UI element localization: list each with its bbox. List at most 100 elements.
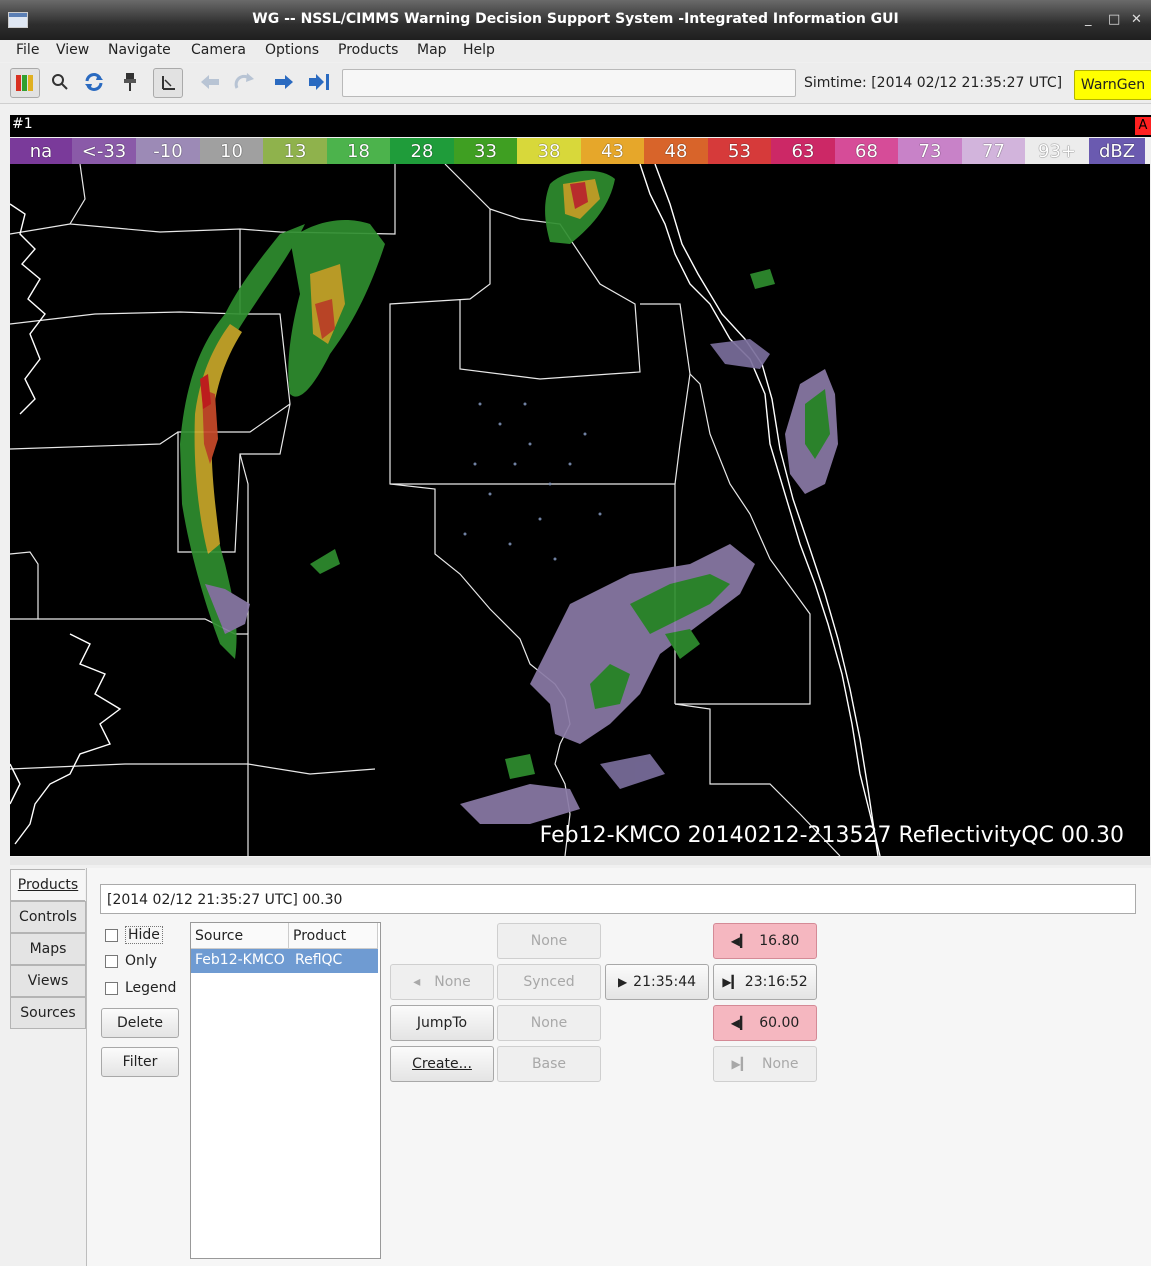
legend-label: Legend: [125, 980, 177, 996]
top-none-button[interactable]: None: [497, 923, 601, 959]
menu-options[interactable]: Options: [265, 42, 320, 58]
tab-views-label: Views: [27, 973, 69, 989]
probe-icon[interactable]: [153, 68, 183, 98]
product-caption: Feb12-KMCO 20140212-213527 ReflectivityQ…: [539, 823, 1124, 848]
tab-sources[interactable]: Sources: [10, 997, 86, 1029]
latest-time-label: 23:16:52: [744, 974, 808, 990]
bottom-none-button[interactable]: ▶▎None: [713, 1046, 817, 1082]
skip-end-disabled-icon: ▶▎: [731, 1057, 750, 1071]
tab-controls-label: Controls: [19, 909, 77, 925]
color-map-icon[interactable]: [10, 68, 40, 98]
pane-header: #1 A: [10, 115, 1151, 137]
tab-maps-label: Maps: [29, 941, 67, 957]
color-legend-cell: 77: [962, 138, 1025, 164]
table-header-source[interactable]: Source: [191, 923, 289, 949]
table-row[interactable]: Feb12-KMCO ReflQC: [191, 949, 378, 973]
elevation-down-button[interactable]: ◀▎ 60.00: [713, 1005, 817, 1041]
latest-time-button[interactable]: ▶▎23:16:52: [713, 964, 817, 1000]
window-title-bar: WG -- NSSL/CIMMS Warning Decision Suppor…: [0, 0, 1151, 40]
tab-products[interactable]: Products: [10, 869, 85, 901]
menu-map[interactable]: Map: [417, 42, 447, 58]
maximize-icon[interactable]: □: [1108, 12, 1121, 27]
elevation-up-label: 16.80: [759, 933, 800, 949]
refresh-icon[interactable]: [80, 68, 108, 96]
color-legend-cell: 48: [644, 138, 708, 164]
create-label: Create...: [412, 1056, 472, 1072]
tab-products-label: Products: [17, 877, 79, 893]
elevation-up-icon: ◀▎: [730, 934, 750, 948]
only-checkbox-box[interactable]: [105, 954, 118, 968]
color-legend-cell: 93+: [1025, 138, 1089, 164]
current-time-button[interactable]: ▶ 21:35:44: [605, 964, 709, 1000]
filter-button[interactable]: Filter: [101, 1047, 179, 1077]
minimize-icon[interactable]: _: [1085, 12, 1092, 27]
prev-none-button[interactable]: ◂ None: [390, 964, 494, 1000]
toolbar: Simtime: [2014 02/12 21:35:27 UTC]: [0, 63, 1151, 104]
jumpto-button[interactable]: JumpTo: [390, 1005, 494, 1041]
legend-checkbox[interactable]: Legend: [105, 980, 176, 996]
menu-camera[interactable]: Camera: [191, 42, 246, 58]
color-legend-cell: 73: [898, 138, 962, 164]
menu-file[interactable]: File: [16, 42, 40, 58]
color-legend-cell: 38: [517, 138, 581, 164]
prev-none-label: None: [434, 974, 471, 990]
color-legend-cell: 28: [390, 138, 454, 164]
hide-checkbox[interactable]: Hide: [105, 926, 163, 944]
radar-map-display[interactable]: Feb12-KMCO 20140212-213527 ReflectivityQ…: [10, 164, 1150, 856]
warngen-button[interactable]: WarnGen: [1074, 70, 1151, 100]
delete-button[interactable]: Delete: [101, 1008, 179, 1038]
forward-arrow-icon[interactable]: [270, 68, 298, 96]
play-triangle-icon: ▶: [617, 975, 628, 989]
only-label: Only: [125, 953, 158, 969]
menu-help[interactable]: Help: [463, 42, 495, 58]
tab-maps[interactable]: Maps: [10, 933, 86, 965]
tab-views[interactable]: Views: [10, 965, 86, 997]
table-header-product[interactable]: Product: [289, 923, 378, 949]
zoom-icon[interactable]: [46, 68, 74, 96]
legend-checkbox-box[interactable]: [105, 981, 118, 995]
only-checkbox[interactable]: Only: [105, 953, 157, 969]
close-icon[interactable]: ✕: [1131, 12, 1142, 27]
menu-products[interactable]: Products: [338, 42, 399, 58]
toolbar-text-field[interactable]: [342, 69, 796, 97]
back-arrow-icon[interactable]: [196, 68, 224, 96]
tab-controls[interactable]: Controls: [10, 901, 86, 933]
color-legend-cell: -10: [136, 138, 200, 164]
table-cell-product: ReflQC: [295, 952, 343, 968]
redo-icon[interactable]: [230, 68, 258, 96]
mid-none-button[interactable]: None: [497, 1005, 601, 1041]
skip-end-icon-small: ▶▎: [722, 975, 741, 989]
window-title: WG -- NSSL/CIMMS Warning Decision Suppor…: [252, 11, 899, 27]
synced-button[interactable]: Synced: [497, 964, 601, 1000]
menu-view[interactable]: View: [56, 42, 90, 58]
menu-bar: File View Navigate Camera Options Produc…: [0, 40, 1151, 62]
skip-end-icon[interactable]: [306, 68, 334, 96]
hide-label: Hide: [125, 926, 163, 944]
color-legend-cell: 13: [263, 138, 327, 164]
color-legend-cell: dBZ: [1089, 138, 1145, 164]
create-button[interactable]: Create...: [390, 1046, 494, 1082]
prev-triangle-icon: ◂: [413, 974, 421, 990]
app-window-icon: [8, 12, 28, 28]
product-status-field[interactable]: [2014 02/12 21:35:27 UTC] 00.30: [100, 884, 1136, 914]
simtime-label: Simtime: [2014 02/12 21:35:27 UTC]: [804, 75, 1063, 91]
elevation-up-button[interactable]: ◀▎ 16.80: [713, 923, 817, 959]
menu-navigate[interactable]: Navigate: [108, 42, 171, 58]
product-table[interactable]: Source Product Feb12-KMCO ReflQC: [190, 922, 381, 1259]
corner-badge[interactable]: A: [1135, 117, 1151, 135]
elevation-down-label: 60.00: [759, 1015, 800, 1031]
tab-sources-label: Sources: [20, 1005, 76, 1021]
color-legend-cell: 43: [581, 138, 644, 164]
current-time-label: 21:35:44: [633, 974, 697, 990]
base-button[interactable]: Base: [497, 1046, 601, 1082]
color-legend-cell: 10: [200, 138, 263, 164]
color-legend-cell: 68: [835, 138, 898, 164]
elevation-down-icon: ◀▎: [730, 1016, 750, 1030]
pin-icon[interactable]: [116, 68, 144, 96]
color-legend-cell: na: [10, 138, 72, 164]
hide-checkbox-box[interactable]: [105, 928, 118, 942]
splitter-handle[interactable]: [10, 857, 1151, 865]
color-legend-cell: 18: [327, 138, 390, 164]
pane-label: #1: [12, 116, 33, 132]
